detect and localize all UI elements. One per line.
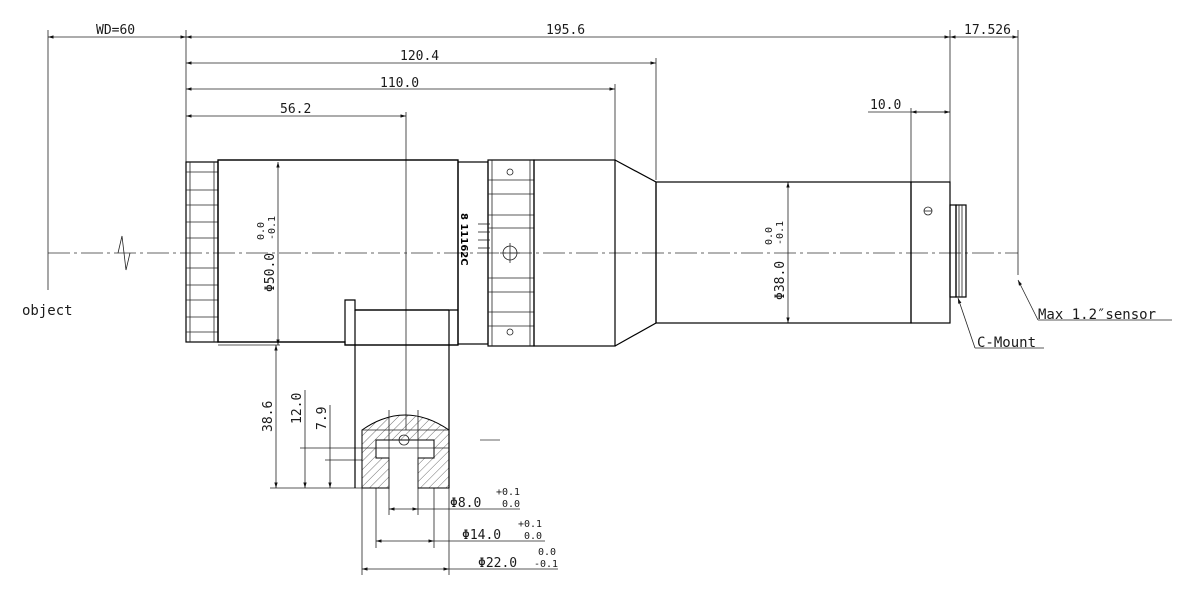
dim-port-height: 38.6 xyxy=(261,401,276,432)
label-sensor: Max 1.2″sensor xyxy=(1038,307,1156,323)
label-object: object xyxy=(22,303,73,319)
part-marking: 8 11162C xyxy=(458,213,469,266)
tol-d14-upper: +0.1 xyxy=(518,519,542,530)
svg-text:7.9: 7.9 xyxy=(315,407,330,430)
tol-d8-lower: 0.0 xyxy=(502,499,520,510)
dim-overall: 195.6 xyxy=(546,23,585,38)
tol-d50-upper: 0.0 xyxy=(256,222,267,240)
svg-text:8 11162C: 8 11162C xyxy=(458,213,469,266)
dim-wd: WD=60 xyxy=(96,23,135,38)
svg-text:Φ38.0: Φ38.0 xyxy=(773,261,788,300)
svg-text:Φ50.0: Φ50.0 xyxy=(263,253,278,292)
extension-lines xyxy=(47,30,1019,575)
svg-text:12.0: 12.0 xyxy=(290,393,305,424)
dim-d38: Φ38.0 xyxy=(773,261,788,300)
svg-text:-0.1: -0.1 xyxy=(267,216,278,240)
dim-d50: Φ50.0 xyxy=(263,253,278,292)
tol-d38-upper: 0.0 xyxy=(764,227,775,245)
svg-text:0.0: 0.0 xyxy=(256,222,267,240)
tol-d50-lower: -0.1 xyxy=(267,216,278,240)
svg-text:38.6: 38.6 xyxy=(261,401,276,432)
dim-d14: Φ14.0 xyxy=(462,528,501,543)
dim-d22: Φ22.0 xyxy=(478,556,517,571)
tol-d22-lower: -0.1 xyxy=(534,559,558,570)
dim-110: 110.0 xyxy=(380,76,419,91)
tol-d8-upper: +0.1 xyxy=(496,487,520,498)
break-mark xyxy=(117,235,131,271)
dim-10: 10.0 xyxy=(870,98,901,113)
tol-d14-lower: 0.0 xyxy=(524,531,542,542)
dimension-lines xyxy=(48,35,1018,571)
lens-body xyxy=(185,159,967,489)
dim-port-12: 12.0 xyxy=(290,393,305,424)
tol-d22-upper: 0.0 xyxy=(538,547,556,558)
dim-d8: Φ8.0 xyxy=(450,496,481,511)
dim-56: 56.2 xyxy=(280,102,311,117)
tol-d38-lower: -0.1 xyxy=(775,221,786,245)
svg-text:0.0: 0.0 xyxy=(764,227,775,245)
dim-120: 120.4 xyxy=(400,49,439,64)
dim-flange: 17.526 xyxy=(964,23,1011,38)
leaders xyxy=(957,279,1172,349)
svg-text:-0.1: -0.1 xyxy=(775,221,786,245)
dim-port-79: 7.9 xyxy=(315,407,330,430)
label-c-mount: C-Mount xyxy=(977,335,1036,351)
